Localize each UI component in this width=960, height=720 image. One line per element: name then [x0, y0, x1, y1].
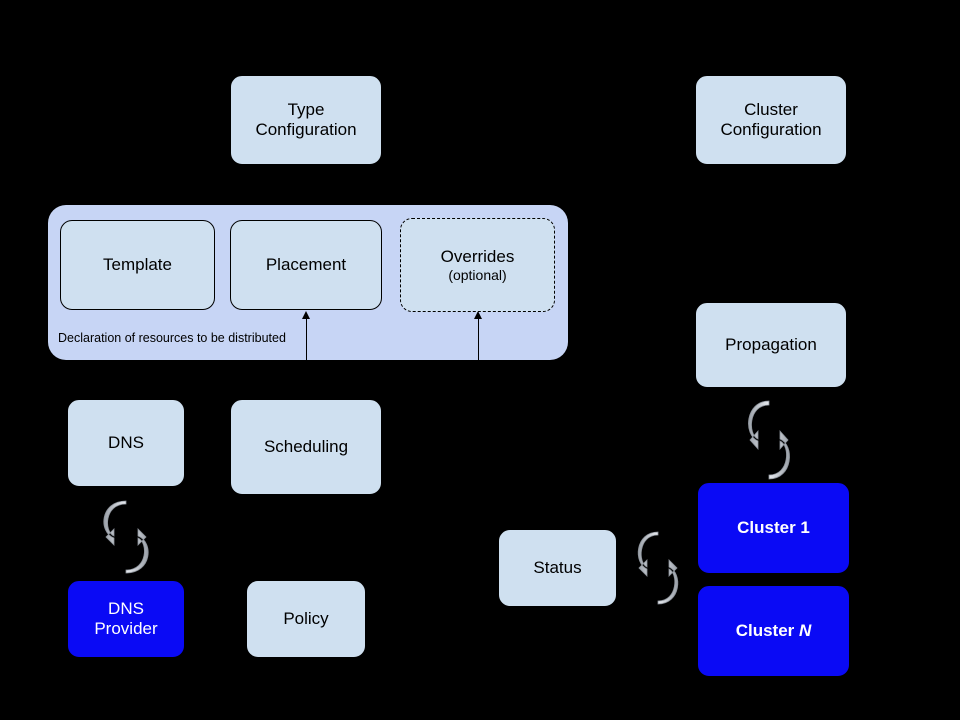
sync-icon-dns [90, 498, 162, 576]
node-cluster-n[interactable]: Cluster N [697, 585, 850, 677]
node-template-label: Template [103, 254, 172, 274]
group-caption: Declaration of resources to be distribut… [58, 331, 286, 345]
sync-icon-status [627, 529, 689, 607]
node-cluster-n-suffix: N [799, 620, 812, 640]
node-cluster-1-label: Cluster 1 [737, 517, 810, 537]
node-overrides-sublabel: (optional) [448, 266, 507, 283]
node-propagation-label: Propagation [725, 334, 817, 354]
node-template[interactable]: Template [60, 220, 215, 310]
node-scheduling-label: Scheduling [263, 436, 349, 456]
node-cluster-1[interactable]: Cluster 1 [697, 482, 850, 574]
node-placement-label: Placement [265, 254, 347, 274]
node-status[interactable]: Status [498, 529, 617, 607]
connector-policy-to-overrides [478, 318, 479, 360]
node-placement[interactable]: Placement [230, 220, 382, 310]
node-dns[interactable]: DNS [67, 399, 185, 487]
node-status-label: Status [533, 557, 582, 577]
connector-scheduling-to-placement [306, 318, 307, 360]
arrowhead-placement-bottom [301, 311, 310, 319]
node-scheduling[interactable]: Scheduling [230, 399, 382, 495]
node-cluster-n-prefix: Cluster [735, 620, 799, 640]
node-overrides[interactable]: Overrides (optional) [400, 218, 555, 312]
node-dns-label: DNS [108, 432, 144, 452]
node-policy-label: Policy [283, 608, 329, 628]
node-overrides-label: Overrides [440, 246, 515, 266]
node-policy[interactable]: Policy [246, 580, 366, 658]
node-cluster-n-label: Cluster N [736, 621, 812, 641]
node-propagation[interactable]: Propagation [695, 302, 847, 388]
sync-icon-propagation [738, 398, 800, 482]
arrowhead-overrides-bottom [473, 311, 482, 319]
